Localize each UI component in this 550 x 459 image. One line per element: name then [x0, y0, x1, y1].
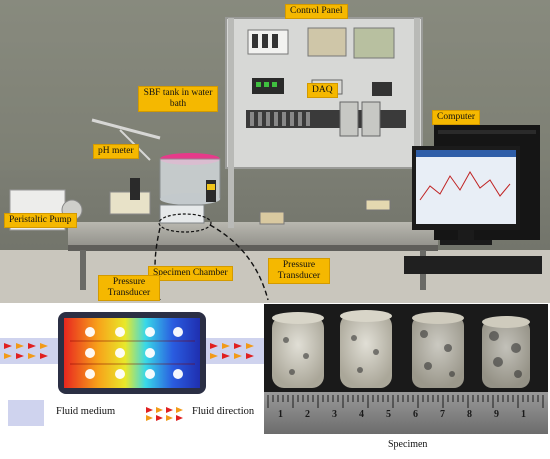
specimen-chamber-label: Specimen Chamber	[148, 266, 233, 281]
specimen-photo	[264, 304, 548, 434]
chamber-schematic	[0, 312, 264, 394]
fluid-direction-legend: Fluid direction	[192, 406, 255, 417]
specimen-caption: Specimen	[388, 439, 428, 450]
fluid-medium-legend: Fluid medium	[56, 406, 116, 417]
ruler-number: 6	[413, 409, 418, 420]
ruler-number: 2	[305, 409, 310, 420]
control-panel-label: Control Panel	[285, 4, 348, 19]
fluid-direction-swatch	[146, 407, 183, 421]
computer-label: Computer	[432, 110, 480, 125]
setup-photo	[0, 0, 550, 303]
ruler-number: 7	[440, 409, 445, 420]
ruler-number: 8	[467, 409, 472, 420]
ruler-number: 1	[521, 409, 526, 420]
flow-arrows	[4, 343, 254, 359]
sbf-tank-label: SBF tank in water bath	[138, 86, 218, 112]
ruler-number: 1	[278, 409, 283, 420]
fluid-medium-swatch	[8, 400, 44, 426]
ruler-number: 4	[359, 409, 364, 420]
ruler-number: 3	[332, 409, 337, 420]
ruler-number: 9	[494, 409, 499, 420]
ph-meter-label: pH meter	[93, 144, 139, 159]
ruler-number: 5	[386, 409, 391, 420]
pressure-transducer-right-label: Pressure Transducer	[268, 258, 330, 284]
daq-label: DAQ	[307, 83, 338, 98]
peristaltic-pump-label: Peristaltic Pump	[4, 213, 77, 228]
pressure-transducer-left-label: Pressure Transducer	[98, 275, 160, 301]
